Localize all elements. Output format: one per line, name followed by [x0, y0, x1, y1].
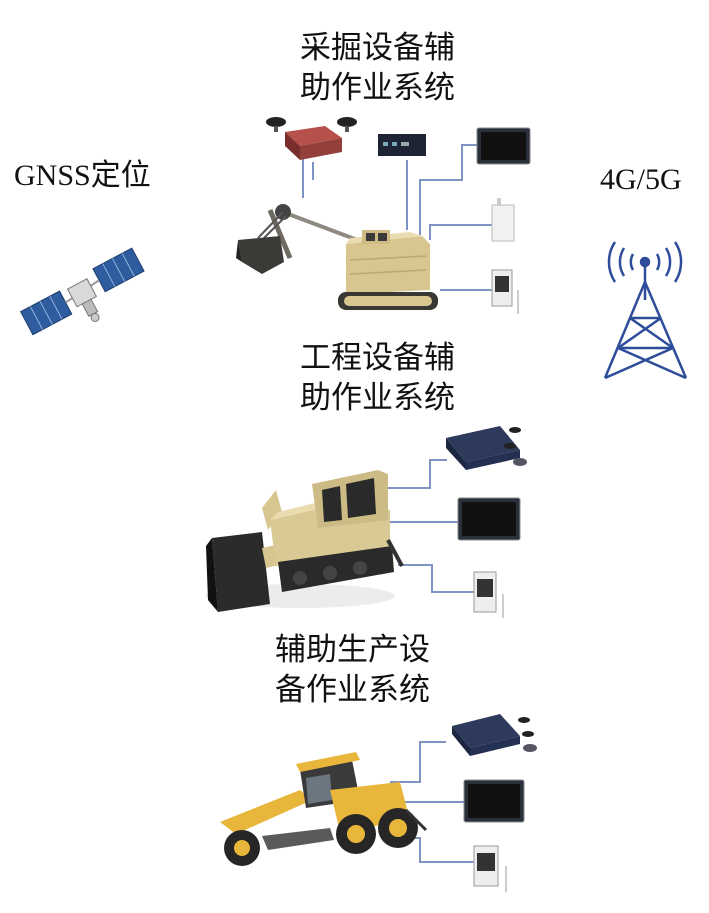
receiver-box-icon: [285, 126, 342, 160]
dtu-box-icon: [446, 426, 527, 470]
network-label: 4G/5G: [600, 163, 682, 196]
terminal-device-icon: [491, 269, 519, 314]
mining-connectors: [302, 130, 492, 291]
engineering-system-title-line1: 工程设备辅: [300, 340, 455, 376]
gnss-antenna-icon: [266, 117, 357, 132]
gnss-label: GNSS定位: [14, 159, 151, 192]
auxiliary-system-title-line1: 辅助生产设: [275, 632, 430, 668]
cell-tower-icon: [603, 241, 688, 380]
monitor-icon: [463, 779, 525, 823]
industrial-pc-icon: [378, 134, 426, 156]
motor-grader-image: [220, 752, 428, 866]
monitor-icon: [476, 127, 531, 165]
engineering-system-title-line2: 助作业系统: [300, 380, 455, 416]
monitor-icon: [457, 497, 521, 541]
mining-system-title-line1: 采掘设备辅: [300, 30, 455, 66]
mining-system-title: 采掘设备辅 助作业系统: [300, 28, 455, 108]
satellite-icon: [20, 247, 145, 336]
auxiliary-system-title-line2: 备作业系统: [275, 672, 430, 708]
wireless-module-icon: [491, 198, 515, 242]
dtu-box-icon: [452, 714, 537, 756]
auxiliary-system-title: 辅助生产设 备作业系统: [275, 630, 430, 710]
terminal-device-icon: [473, 571, 504, 618]
mining-shovel-image: [236, 204, 438, 310]
engineering-system-title: 工程设备辅 助作业系统: [300, 338, 455, 418]
bulldozer-image: [205, 470, 404, 612]
mining-system-title-line2: 助作业系统: [300, 70, 455, 106]
engineering-connectors: [386, 459, 474, 593]
terminal-device-icon: [473, 845, 507, 892]
